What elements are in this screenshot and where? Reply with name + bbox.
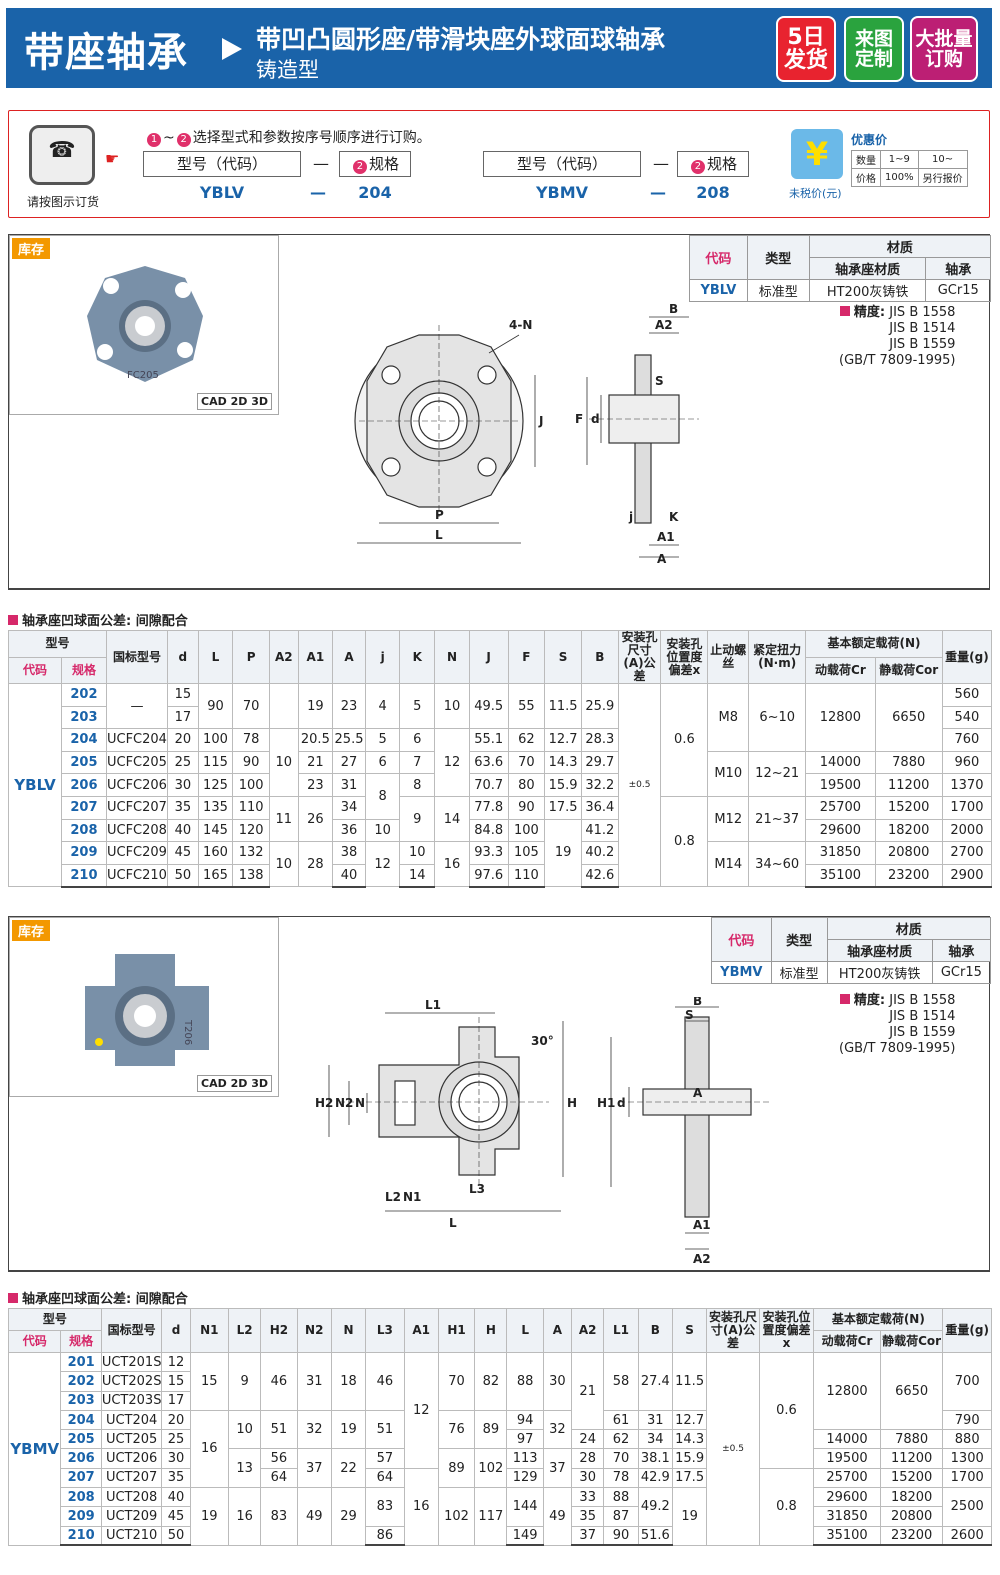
svg-text:L2: L2: [385, 1190, 401, 1204]
svg-text:J: J: [538, 414, 543, 428]
page-title: 带座轴承: [24, 30, 188, 76]
svg-text:H: H: [567, 1096, 577, 1110]
svg-text:B: B: [693, 997, 702, 1008]
svg-text:4-N: 4-N: [509, 318, 532, 332]
price-label: 未税价(元): [789, 187, 842, 200]
table-row: 203 17 540: [9, 705, 993, 730]
badge-bulk: 大批量订购: [910, 16, 978, 82]
section-title-1: 轴承座凹球面公差: 间隙配合: [8, 610, 188, 629]
svg-text:N: N: [355, 1096, 365, 1110]
svg-text:L: L: [449, 1216, 457, 1230]
example-size-1: 204: [358, 183, 392, 202]
svg-text:d: d: [591, 412, 600, 426]
stock-badge: 库存: [12, 238, 51, 259]
technical-drawing-flange: 4-N J P L B A2 S F d j K A1 A: [354, 302, 699, 566]
page-subtitle: 带凹凸圆形座/带滑块座外球面球轴承: [256, 25, 666, 54]
svg-text:P: P: [435, 508, 444, 522]
svg-text:B: B: [669, 302, 678, 316]
example-model-2: YBMV: [535, 183, 589, 202]
example-dash-2: —: [650, 183, 666, 202]
page-header: 带座轴承 带凹凸圆形座/带滑块座外球面球轴承 铸造型 5日发货 来图定制 大批量…: [6, 8, 992, 88]
svg-text:S: S: [685, 1008, 694, 1022]
field-model-2: 型号（代码）: [483, 151, 641, 177]
svg-text:30°: 30°: [531, 1034, 554, 1048]
bearing-photo-flange: FC205: [87, 266, 203, 382]
cad-download-button[interactable]: CAD 2D 3D: [197, 393, 272, 410]
yen-icon: ¥: [791, 129, 843, 179]
svg-text:A: A: [657, 552, 667, 566]
svg-text:T206: T206: [182, 1019, 193, 1045]
stock-badge-2: 库存: [12, 920, 51, 941]
example-model-1: YBLV: [199, 183, 245, 202]
cad-download-button-2[interactable]: CAD 2D 3D: [197, 1075, 272, 1092]
svg-text:j: j: [628, 510, 633, 524]
precision-spec: 精度: JIS B 1558 JIS B 1514 JIS B 1559 (GB…: [839, 305, 956, 368]
dash-2: —: [653, 154, 669, 173]
svg-text:H1: H1: [597, 1096, 615, 1110]
product-photo-box-2: 库存 T206 CAD 2D 3D: [9, 917, 279, 1097]
field-model-1: 型号（代码）: [143, 151, 301, 177]
phone-24h-icon: ☎: [29, 125, 95, 185]
arrow-right-icon: [222, 38, 242, 60]
precision-spec-2: 精度: JIS B 1558 JIS B 1514 JIS B 1559 (GB…: [839, 993, 956, 1056]
table-row: YBLV 202 — 15 90 70 19 23 4 5 10 49.5 55…: [7, 682, 993, 888]
product-photo-box: 库存 FC205 CAD 2D 3D: [9, 235, 279, 415]
example-size-2: 208: [696, 183, 730, 202]
badge-custom: 来图定制: [844, 16, 904, 82]
bearing-photo-take-up: T206: [85, 954, 209, 1066]
svg-text:A2: A2: [655, 318, 673, 332]
example-dash-1: —: [310, 183, 326, 202]
svg-text:N1: N1: [403, 1190, 421, 1204]
technical-drawing-take-up: L1 H2 N2 N L2 N1 L3 L 30° H B S H1 d A A…: [315, 997, 769, 1266]
svg-text:L3: L3: [469, 1182, 485, 1196]
svg-text:S: S: [655, 374, 664, 388]
svg-text:A: A: [693, 1086, 703, 1100]
svg-text:H2: H2: [315, 1096, 333, 1110]
svg-text:L: L: [435, 528, 443, 542]
svg-text:L1: L1: [425, 998, 441, 1012]
order-label: 请按图示订货: [27, 195, 100, 209]
pointing-hand-icon: ☛: [105, 149, 120, 168]
svg-text:K: K: [669, 510, 679, 524]
svg-text:FC205: FC205: [127, 370, 159, 381]
svg-text:A1: A1: [693, 1218, 711, 1232]
svg-text:F: F: [575, 412, 583, 426]
svg-text:A1: A1: [657, 530, 675, 544]
dash-1: —: [313, 154, 329, 173]
svg-text:N2: N2: [335, 1096, 353, 1110]
page-subtitle-2: 铸造型: [256, 58, 319, 82]
badge-5day: 5日发货: [776, 16, 836, 82]
section-title-2: 轴承座凹球面公差: 间隙配合: [8, 1288, 188, 1307]
svg-text:A2: A2: [693, 1252, 711, 1266]
svg-text:d: d: [617, 1096, 626, 1110]
